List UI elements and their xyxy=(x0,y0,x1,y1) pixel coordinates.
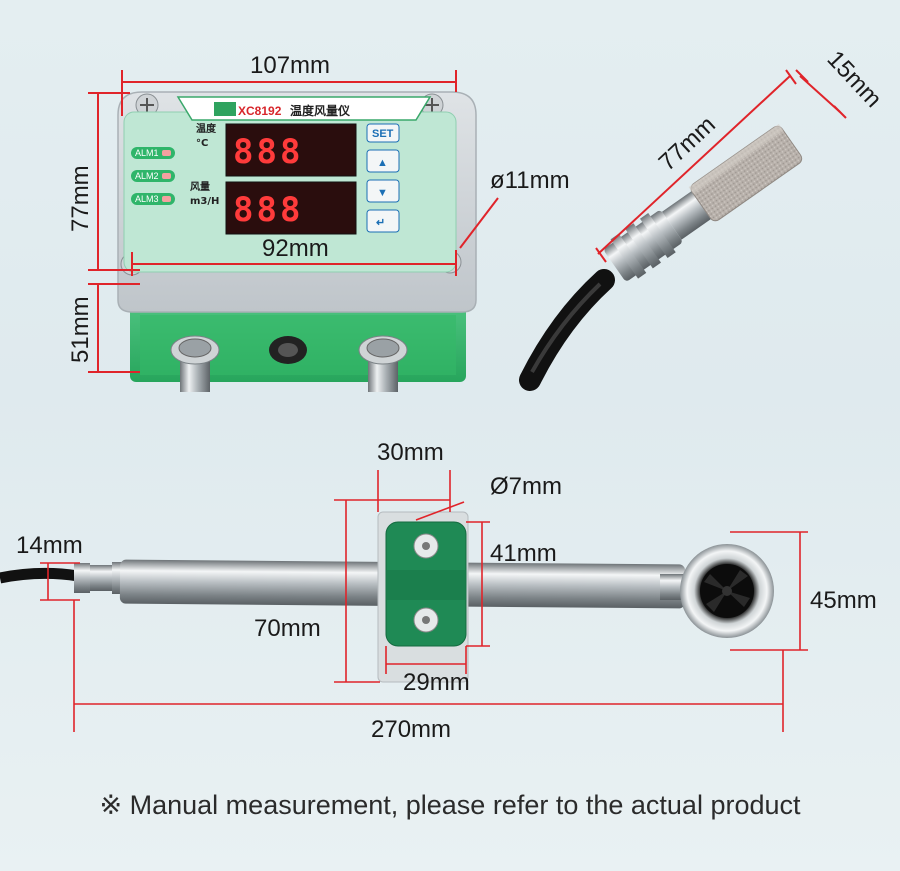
bracket-hole-label: Ø7mm xyxy=(490,473,562,500)
bracket-height-label: 41mm xyxy=(490,540,557,567)
box-width-label: 107mm xyxy=(250,52,330,79)
enter-button[interactable]: ↵ xyxy=(366,209,400,233)
box-depth-label: 51mm xyxy=(67,296,94,363)
alarm-label: ALM2 xyxy=(135,171,159,181)
temperature-display xyxy=(225,123,357,177)
anemometer-rod xyxy=(0,511,774,683)
cable-gland-label: 14mm xyxy=(16,532,83,559)
rod-dimensions: 30mm Ø7mm 41mm 70mm 29mm 14mm 45mm 270mm xyxy=(16,439,877,743)
cable-connector-left xyxy=(170,335,220,392)
airflow-unit: m3/H xyxy=(190,196,219,207)
airflow-display xyxy=(225,181,357,235)
down-button[interactable]: ▼ xyxy=(366,179,400,203)
bracket-total-label: 70mm xyxy=(254,615,321,642)
set-button[interactable]: SET xyxy=(366,123,400,143)
bracket-bottom-label: 29mm xyxy=(403,669,470,696)
probe-diameter-label: 15mm xyxy=(822,46,887,113)
disclaimer-note: ※ Manual measurement, please refer to th… xyxy=(99,790,801,820)
rod-length-label: 270mm xyxy=(371,716,451,743)
temperature-readout: 888 xyxy=(233,132,303,172)
arrow-down-icon: ▼ xyxy=(377,187,388,199)
probe-length-label: 77mm xyxy=(654,111,721,176)
bracket-width-label: 30mm xyxy=(377,439,444,466)
box-height-label: 77mm xyxy=(67,165,94,232)
device-title: 温度风量仪 xyxy=(290,103,351,118)
fan-diameter-label: 45mm xyxy=(810,587,877,614)
airflow-readout: 888 xyxy=(233,190,303,230)
hole-spacing-label: 92mm xyxy=(262,235,329,262)
bolt-icon xyxy=(413,607,439,633)
bolt-icon xyxy=(413,533,439,559)
airflow-label: 风量 xyxy=(190,180,210,193)
hole-diameter-label: ø11mm xyxy=(490,167,570,194)
alarm-label: ALM3 xyxy=(135,194,159,204)
temperature-unit: °C xyxy=(196,138,208,149)
temperature-label: 温度 xyxy=(196,122,217,135)
enter-icon: ↵ xyxy=(376,217,385,229)
dc-jack xyxy=(269,336,307,364)
alarm-label: ALM1 xyxy=(135,148,159,158)
alarm-list: ALM1 ALM2 ALM3 xyxy=(131,147,175,205)
up-button[interactable]: ▲ xyxy=(366,149,400,173)
controller-dimensions: 107mm 77mm 51mm 92mm ø11mm xyxy=(67,52,570,373)
controller-box: XC8192 温度风量仪 ALM1 ALM2 ALM3 温度 °C 风量 m3/… xyxy=(117,91,477,392)
temperature-probe xyxy=(519,123,803,391)
title-bar xyxy=(176,96,432,121)
brand-label: XC8192 xyxy=(238,104,282,118)
cable-connector-right xyxy=(358,335,408,392)
svg-text:SET: SET xyxy=(372,128,394,140)
arrow-up-icon: ▲ xyxy=(377,157,388,169)
fan-blade-icon xyxy=(704,570,750,612)
